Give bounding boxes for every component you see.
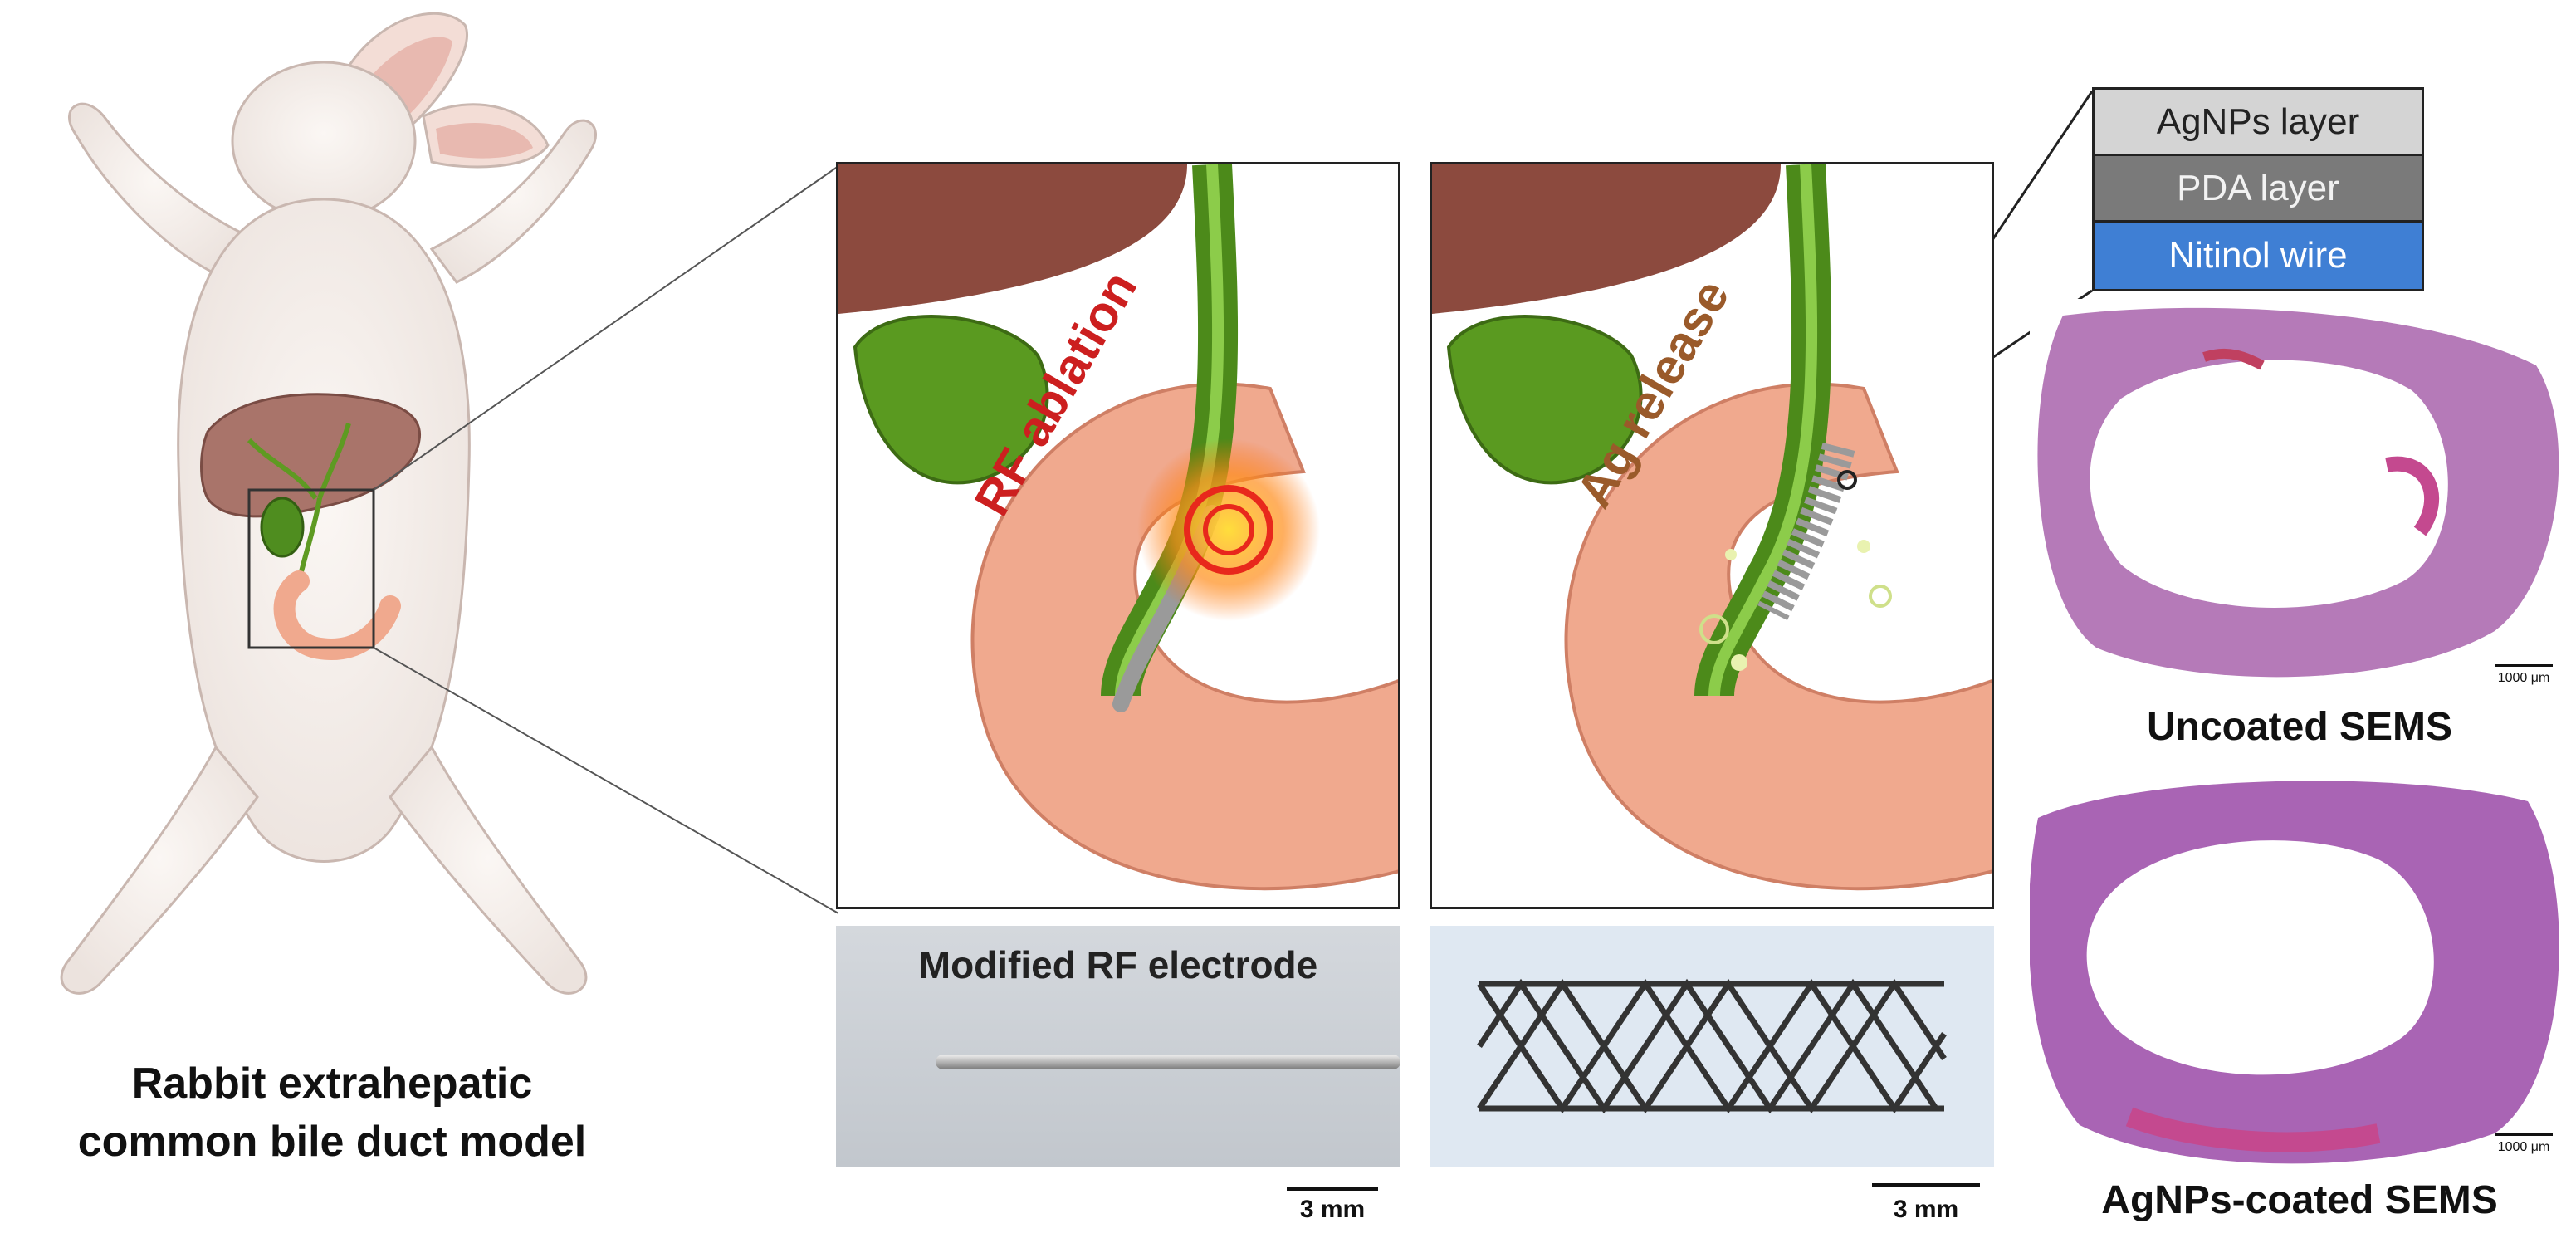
rf-scale-label: 3 mm: [1299, 1196, 1366, 1223]
uncoated-caption: Uncoated SEMS: [2146, 705, 2453, 749]
histology-top-scale-label: 1000 μm: [2497, 671, 2550, 685]
coated-caption: AgNPs-coated SEMS: [2101, 1178, 2498, 1222]
rabbit-illustration: [0, 0, 631, 1021]
caption-line-2: common bile duct model: [77, 1118, 587, 1166]
histology-bottom-scale-bar: [2495, 1133, 2553, 1136]
rf-electrode-wire: [936, 1055, 1400, 1069]
stent-photo: [1430, 926, 1994, 1167]
histology-top-scale-bar: [2495, 664, 2553, 667]
rf-scale-bar: [1287, 1187, 1378, 1191]
histology-bottom-scale-label: 1000 μm: [2497, 1140, 2550, 1154]
rabbit-caption: Rabbit extrahepatic common bile duct mod…: [25, 1055, 639, 1171]
ag-release-panel: Ag release: [1430, 162, 1994, 909]
agnps-layer: AgNPs layer: [2095, 90, 2422, 156]
histology-uncoated: 1000 μm: [2030, 299, 2569, 693]
histology-coated: 1000 μm: [2028, 768, 2569, 1167]
rf-electrode-photo: Modified RF electrode: [836, 926, 1400, 1167]
rf-electrode-caption: Modified RF electrode: [918, 943, 1318, 986]
pda-layer: PDA layer: [2095, 156, 2422, 223]
layer-stack: AgNPs layer PDA layer Nitinol wire: [2092, 87, 2424, 291]
stent-scale-label: 3 mm: [1893, 1196, 1959, 1223]
rf-ablation-panel: RF ablation: [836, 162, 1400, 909]
stent-scale-bar: [1872, 1183, 1980, 1187]
caption-line-1: Rabbit extrahepatic: [131, 1059, 533, 1108]
nitinol-wire-layer: Nitinol wire: [2095, 223, 2422, 289]
